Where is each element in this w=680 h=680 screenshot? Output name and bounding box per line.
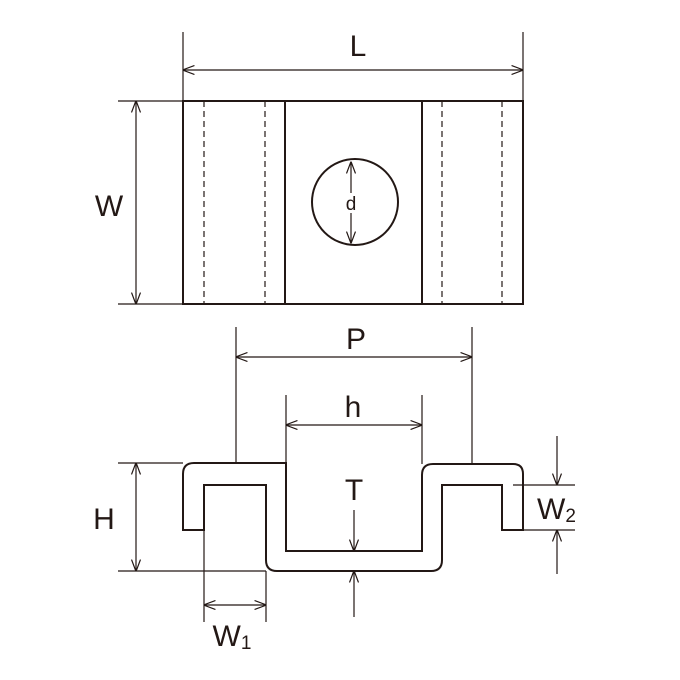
dimension-W: W xyxy=(95,100,183,305)
label-W2-main: W xyxy=(537,493,566,526)
dimension-L: L xyxy=(182,30,524,101)
dimension-H: H xyxy=(93,462,266,572)
label-W1: W1 xyxy=(213,620,252,654)
dimension-h: h xyxy=(285,391,423,464)
label-d: d xyxy=(346,194,357,215)
top-view xyxy=(182,100,524,305)
dimension-W2: W2 xyxy=(513,436,576,574)
dimension-T: T xyxy=(345,474,363,617)
dimension-P: P xyxy=(235,323,473,464)
label-h: h xyxy=(345,391,362,424)
label-W2: W2 xyxy=(537,493,576,527)
mounting-hole xyxy=(311,158,399,246)
label-L: L xyxy=(350,30,367,63)
top-view-outline xyxy=(182,100,524,305)
label-P: P xyxy=(346,323,366,356)
label-d-background xyxy=(343,193,359,213)
dimension-d: d xyxy=(343,162,359,243)
label-H: H xyxy=(93,503,115,536)
label-T: T xyxy=(345,474,363,507)
label-W2-subscript: 2 xyxy=(565,506,576,527)
label-W1-subscript: 1 xyxy=(241,633,252,654)
dimension-W1: W1 xyxy=(203,530,267,654)
label-W: W xyxy=(95,190,124,223)
label-W1-main: W xyxy=(213,620,242,653)
